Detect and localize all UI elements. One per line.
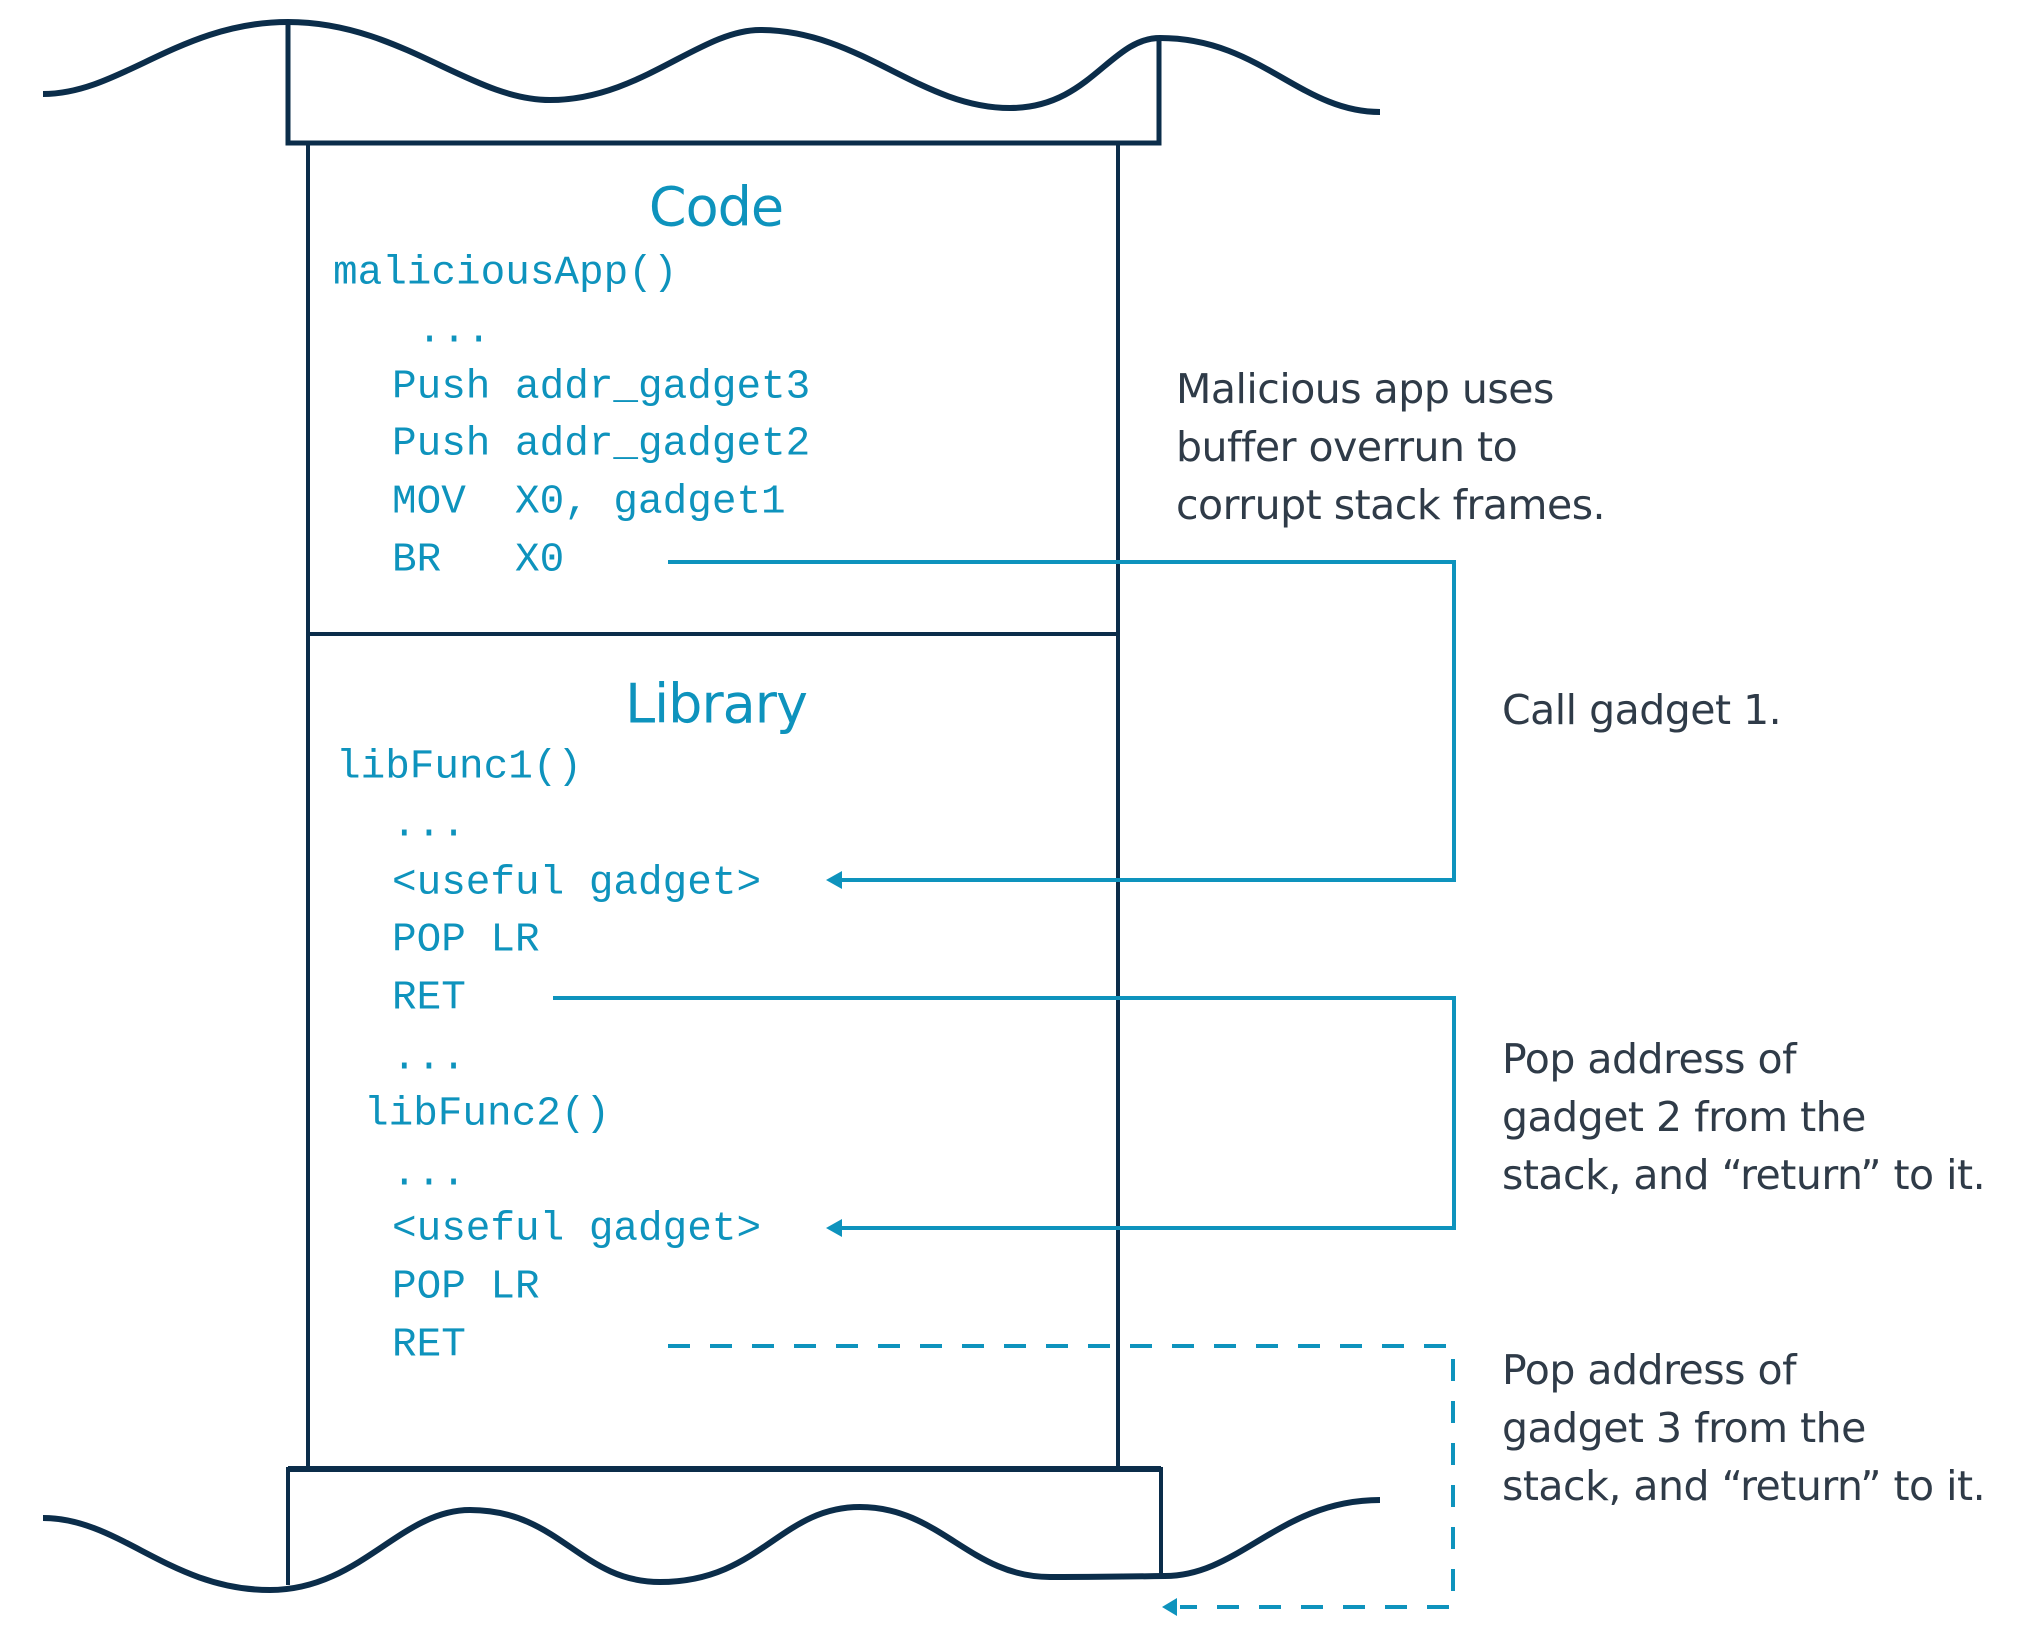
code-line-ellipsis: ... <box>368 308 492 355</box>
library-line-gadget2: <useful gadget> <box>392 1206 762 1253</box>
annotation-line: Call gadget 1. <box>1502 686 1782 734</box>
code-line-function: maliciousApp() <box>333 250 678 297</box>
annotation-pop-gadget3: Pop address of gadget 3 from the stack, … <box>1502 1341 1986 1515</box>
annotation-line: corrupt stack frames. <box>1176 481 1606 529</box>
library-line-ellipsis: ... <box>392 1035 466 1082</box>
arrowhead-icon <box>1162 1598 1177 1616</box>
library-line-ellipsis: ... <box>392 1151 466 1198</box>
library-line-gadget1: <useful gadget> <box>392 860 762 907</box>
return-gadget3-arrow <box>668 1344 1455 1616</box>
library-line-ret: RET <box>392 975 466 1022</box>
library-line-libfunc2: libFunc2() <box>364 1091 611 1138</box>
library-line-pop-lr: POP LR <box>392 917 540 964</box>
annotation-line: stack, and “return” to it. <box>1502 1151 1986 1199</box>
annotation-line: Pop address of <box>1502 1346 1797 1394</box>
code-line-push-gadget3: Push addr_gadget3 <box>392 364 811 411</box>
annotation-malicious: Malicious app uses buffer overrun to cor… <box>1176 360 1606 534</box>
annotation-line: Malicious app uses <box>1176 365 1554 413</box>
code-line-br: BR X0 <box>392 537 565 584</box>
return-gadget2-arrow <box>553 996 1456 1237</box>
call-gadget1-arrow <box>668 560 1456 889</box>
annotation-line: buffer overrun to <box>1176 423 1518 471</box>
annotation-line: gadget 3 from the <box>1502 1404 1866 1452</box>
library-line-libfunc1: libFunc1() <box>336 744 583 791</box>
annotation-line: Pop address of <box>1502 1035 1797 1083</box>
annotation-line: stack, and “return” to it. <box>1502 1462 1986 1510</box>
library-line-ret: RET <box>392 1322 466 1369</box>
annotation-call-gadget1: Call gadget 1. <box>1502 681 1782 739</box>
bottom-wave <box>42 1497 1381 1594</box>
code-section-title: Code <box>648 175 784 239</box>
annotation-pop-gadget2: Pop address of gadget 2 from the stack, … <box>1502 1030 1986 1204</box>
arrowhead-icon <box>826 871 842 889</box>
top-wave <box>42 18 1381 115</box>
top-frame-box <box>285 24 1162 146</box>
code-line-mov: MOV X0, gadget1 <box>392 479 786 526</box>
code-line-push-gadget2: Push addr_gadget2 <box>392 421 811 468</box>
annotation-line: gadget 2 from the <box>1502 1093 1866 1141</box>
library-line-ellipsis: ... <box>392 802 466 849</box>
library-line-pop-lr: POP LR <box>392 1264 540 1311</box>
library-section-title: Library <box>625 672 808 736</box>
arrowhead-icon <box>826 1219 842 1237</box>
